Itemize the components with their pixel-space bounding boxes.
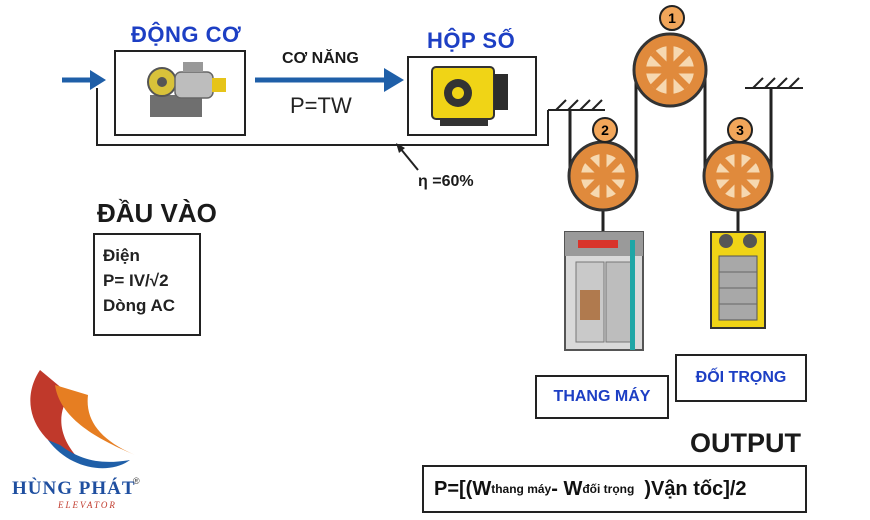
logo-registered-mark: ® bbox=[133, 476, 140, 486]
motor-title: ĐỘNG CƠ bbox=[131, 22, 242, 47]
power-arrow bbox=[255, 68, 404, 92]
car-label: THANG MÁY bbox=[535, 375, 669, 419]
counterweight-label: ĐỐI TRỌNG bbox=[675, 354, 807, 402]
gearbox-illustration bbox=[431, 66, 508, 126]
pulley-3 bbox=[702, 140, 774, 212]
mechanical-formula: P=TW bbox=[290, 93, 352, 118]
output-minus: - W bbox=[551, 477, 583, 500]
ceiling-left bbox=[548, 99, 605, 111]
input-line-3: Dòng AC bbox=[103, 296, 176, 315]
output-formula-end: )Vận tốc]/2 bbox=[644, 477, 747, 500]
input-arrow bbox=[62, 70, 106, 90]
base-line bbox=[96, 88, 549, 146]
output-sub-car: thang máy bbox=[491, 482, 552, 496]
pulley-3-number: 3 bbox=[727, 117, 753, 143]
company-logo-mark bbox=[30, 370, 135, 469]
efficiency-label: η =60% bbox=[418, 173, 474, 190]
pulley-1 bbox=[632, 32, 708, 108]
logo-sub: ELEVATOR bbox=[58, 500, 117, 510]
ropes bbox=[568, 75, 773, 232]
ceiling-right bbox=[745, 77, 803, 89]
input-title: ĐẦU VÀO bbox=[97, 198, 217, 228]
elevator-car-illustration bbox=[564, 231, 644, 351]
counterweight-illustration bbox=[710, 231, 766, 329]
mechanical-label: CƠ NĂNG bbox=[282, 50, 359, 67]
pulley-1-number: 1 bbox=[659, 5, 685, 31]
gearbox-title: HỘP SỐ bbox=[427, 28, 516, 53]
output-title: OUTPUT bbox=[690, 428, 801, 458]
motor-box bbox=[114, 50, 246, 136]
output-formula-start: P=[(W bbox=[434, 477, 492, 500]
logo-brand: HÙNG PHÁT bbox=[12, 478, 136, 499]
motor-illustration bbox=[147, 62, 226, 117]
gearbox-box bbox=[407, 56, 537, 136]
pulley-2-number: 2 bbox=[592, 117, 618, 143]
input-line-1: Điện bbox=[103, 246, 140, 265]
pulley-2 bbox=[567, 140, 639, 212]
input-line-2: P= IV/√2 bbox=[103, 271, 169, 290]
efficiency-pointer bbox=[396, 143, 419, 171]
input-box: Điện P= IV/√2 Dòng AC bbox=[93, 233, 201, 336]
output-sub-counterweight: đối trọng bbox=[582, 482, 635, 496]
